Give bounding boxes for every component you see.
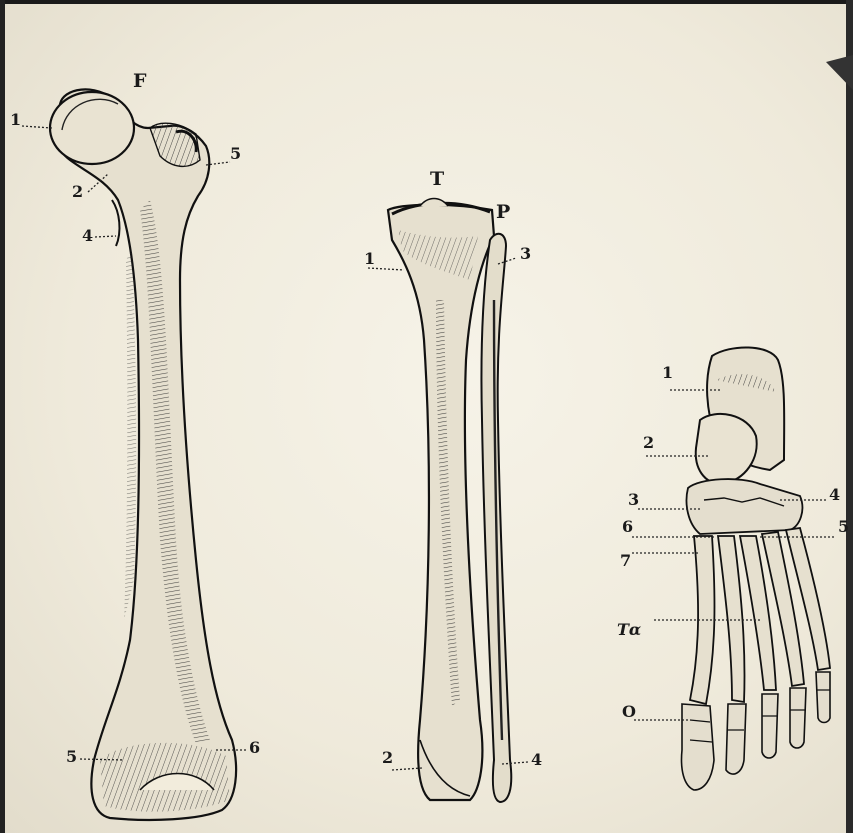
foot-bones: [682, 347, 831, 790]
fibula-letter-label: P: [496, 204, 510, 220]
foot-label-6: 6: [622, 519, 633, 535]
femur-label-4: 4: [82, 228, 93, 244]
femur-label-1: 1: [10, 112, 21, 128]
femur-label-6: 6: [249, 740, 260, 756]
leg-label-3: 3: [520, 246, 531, 262]
tibia-letter-label: T: [430, 171, 444, 187]
foot-label-7: 7: [620, 553, 631, 569]
femur-label-2: 2: [72, 184, 83, 200]
foot-label-1: 1: [662, 365, 673, 381]
femur-label-5-top: 5: [230, 146, 241, 162]
leg-label-4: 4: [531, 752, 542, 768]
foot-label-5: 5: [838, 519, 849, 535]
leg-label-2: 2: [382, 750, 393, 766]
foot-label-2: 2: [643, 435, 654, 451]
femur-letter-label: F: [133, 73, 147, 89]
foot-label-o: O: [622, 704, 636, 720]
femur-label-5-bottom: 5: [66, 749, 77, 765]
tibia-fibula-bones: [388, 199, 511, 803]
foot-label-4: 4: [829, 487, 840, 503]
leg-label-1: 1: [364, 251, 375, 267]
foot-label-3: 3: [628, 492, 639, 508]
foot-label-ta: Tα: [617, 622, 641, 638]
